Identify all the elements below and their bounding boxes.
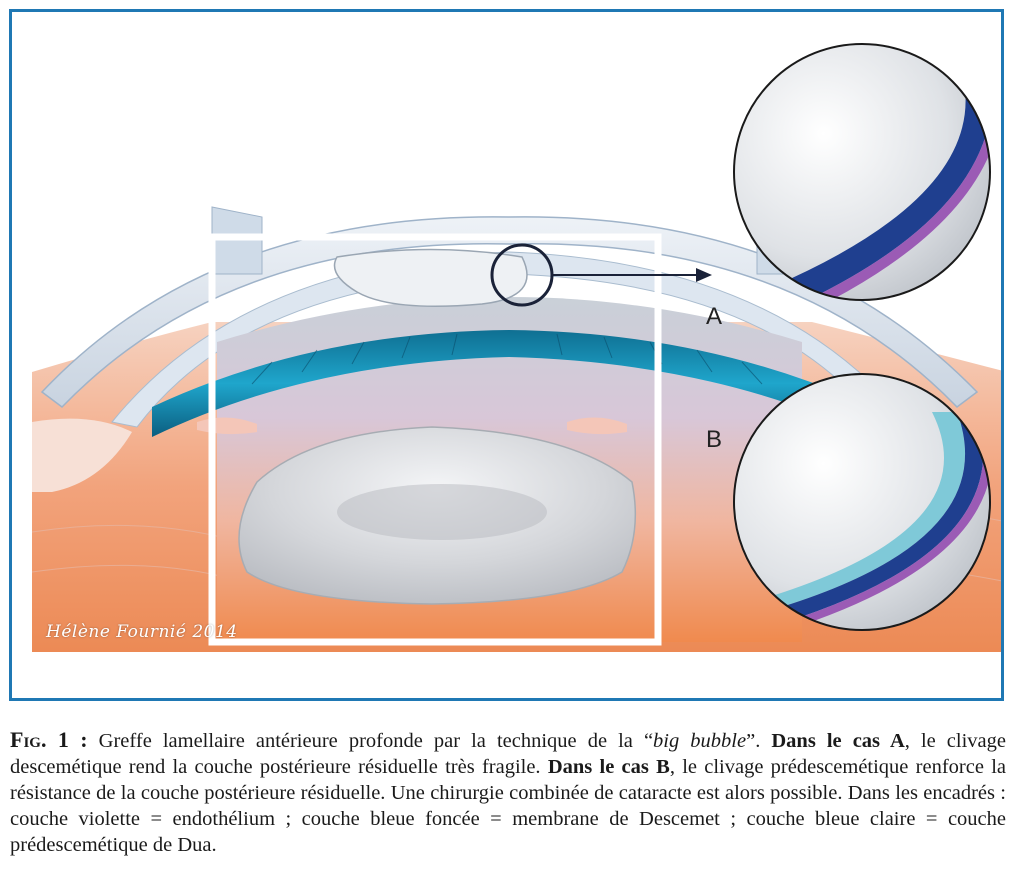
label-b: B <box>706 426 723 453</box>
eye-illustration <box>31 43 1001 652</box>
inset-a-endothelium <box>782 72 990 300</box>
caption-bold-b: Dans le cas B <box>547 756 670 778</box>
ciliary-body-left <box>32 418 132 492</box>
zoom-arrow-head <box>696 268 712 282</box>
caption-text-3: , le clivage descemétique rend la couche… <box>10 730 1006 778</box>
cornea-outer <box>40 216 979 408</box>
inset-b <box>733 373 991 631</box>
iris-fibers <box>251 333 763 385</box>
lens-nucleus <box>337 484 547 540</box>
caption-bold-a: Dans le cas A <box>771 730 905 752</box>
figure-caption: Fig. 1 : Greffe lamellaire antérieure pr… <box>10 727 1006 858</box>
caption-text-1: Greffe lamellaire antérieure profonde pa… <box>87 730 654 752</box>
artist-signature: Hélène Fournié 2014 <box>46 622 238 642</box>
inset-b-descemet <box>747 412 984 630</box>
iris-root-right <box>567 417 627 435</box>
iris <box>152 330 872 437</box>
caption-fig-label: Fig. 1 : <box>10 727 88 752</box>
surgical-window <box>208 233 662 646</box>
big-bubble <box>333 248 528 307</box>
label-a: A <box>706 303 723 330</box>
caption-italic-term: big bubble <box>653 730 747 752</box>
caption-text-2: ”. <box>746 730 772 752</box>
inset-b-dua-layer <box>747 412 966 617</box>
figure-frame: A B Hélène Fournié 2014 <box>9 9 1004 701</box>
caption-text-4: , le clivage prédescemétique renforce la… <box>10 756 1006 856</box>
inset-b-endothelium <box>752 412 990 630</box>
